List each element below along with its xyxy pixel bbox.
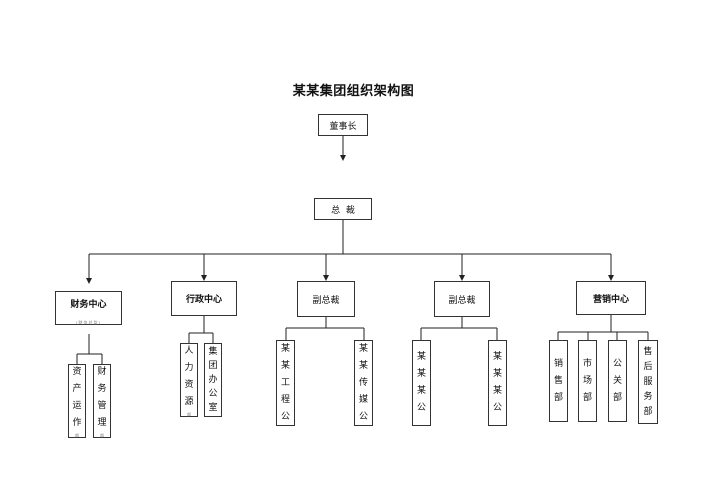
president-label: 总 裁 [331, 205, 355, 216]
engineering-company-box: 某某工程公 [276, 340, 295, 426]
hr-dept-note: 部 [187, 411, 191, 417]
hr-dept-label: 人力资源 [184, 345, 194, 407]
after-sales-dept-box: 售后服务部 [638, 340, 658, 424]
finance-center-box: 财务中心 [55, 291, 122, 325]
group-office-box: 集团办公室 [204, 343, 222, 417]
sales-dept-box: 销售部 [549, 340, 568, 422]
finance-center-subtitle: (财务总监) [75, 320, 102, 325]
financial-management-dept-label: 财务管理 [97, 366, 107, 428]
chart-title: 某某集团组织架构图 [292, 84, 415, 99]
vp2-box: 副总裁 [434, 281, 490, 317]
asset-operation-dept-note: 部 [75, 432, 79, 438]
engineering-company-label: 某某工程公 [280, 343, 290, 422]
president-box: 总 裁 [314, 198, 372, 220]
chairman-box: 董事长 [318, 114, 368, 136]
company-b-box: 某某某公 [488, 340, 507, 426]
hr-dept-box: 人力资源 部 [180, 343, 198, 417]
company-a-box: 某某某公 [412, 340, 431, 426]
group-office-label: 集团办公室 [208, 347, 218, 413]
media-company-box: 某某传媒公 [354, 340, 373, 426]
chairman-label: 董事长 [329, 121, 357, 132]
company-a-label: 某某某公 [416, 352, 426, 413]
vp2-label: 副总裁 [448, 295, 476, 306]
after-sales-dept-label: 售后服务部 [643, 346, 653, 417]
asset-operation-dept-box: 资产运作 部 [68, 364, 86, 438]
vp1-label: 副总裁 [312, 295, 340, 306]
pr-dept-label: 公关部 [612, 358, 622, 403]
vp1-box: 副总裁 [297, 281, 355, 317]
admin-center-box: 行政中心 [171, 281, 237, 316]
company-b-label: 某某某公 [492, 352, 502, 413]
asset-operation-dept-label: 资产运作 [72, 366, 82, 428]
pr-dept-box: 公关部 [608, 340, 627, 422]
marketing-center-label: 营销中心 [592, 294, 629, 305]
financial-management-dept-box: 财务管理 部 [93, 364, 111, 438]
market-dept-box: 市场部 [578, 340, 597, 422]
market-dept-label: 市场部 [582, 358, 592, 403]
sales-dept-label: 销售部 [553, 358, 563, 403]
admin-center-label: 行政中心 [185, 295, 222, 305]
finance-center-label: 财务中心 [70, 300, 107, 310]
media-company-label: 某某传媒公 [358, 343, 368, 422]
marketing-center-box: 营销中心 [576, 281, 646, 315]
financial-management-dept-note: 部 [100, 432, 104, 438]
